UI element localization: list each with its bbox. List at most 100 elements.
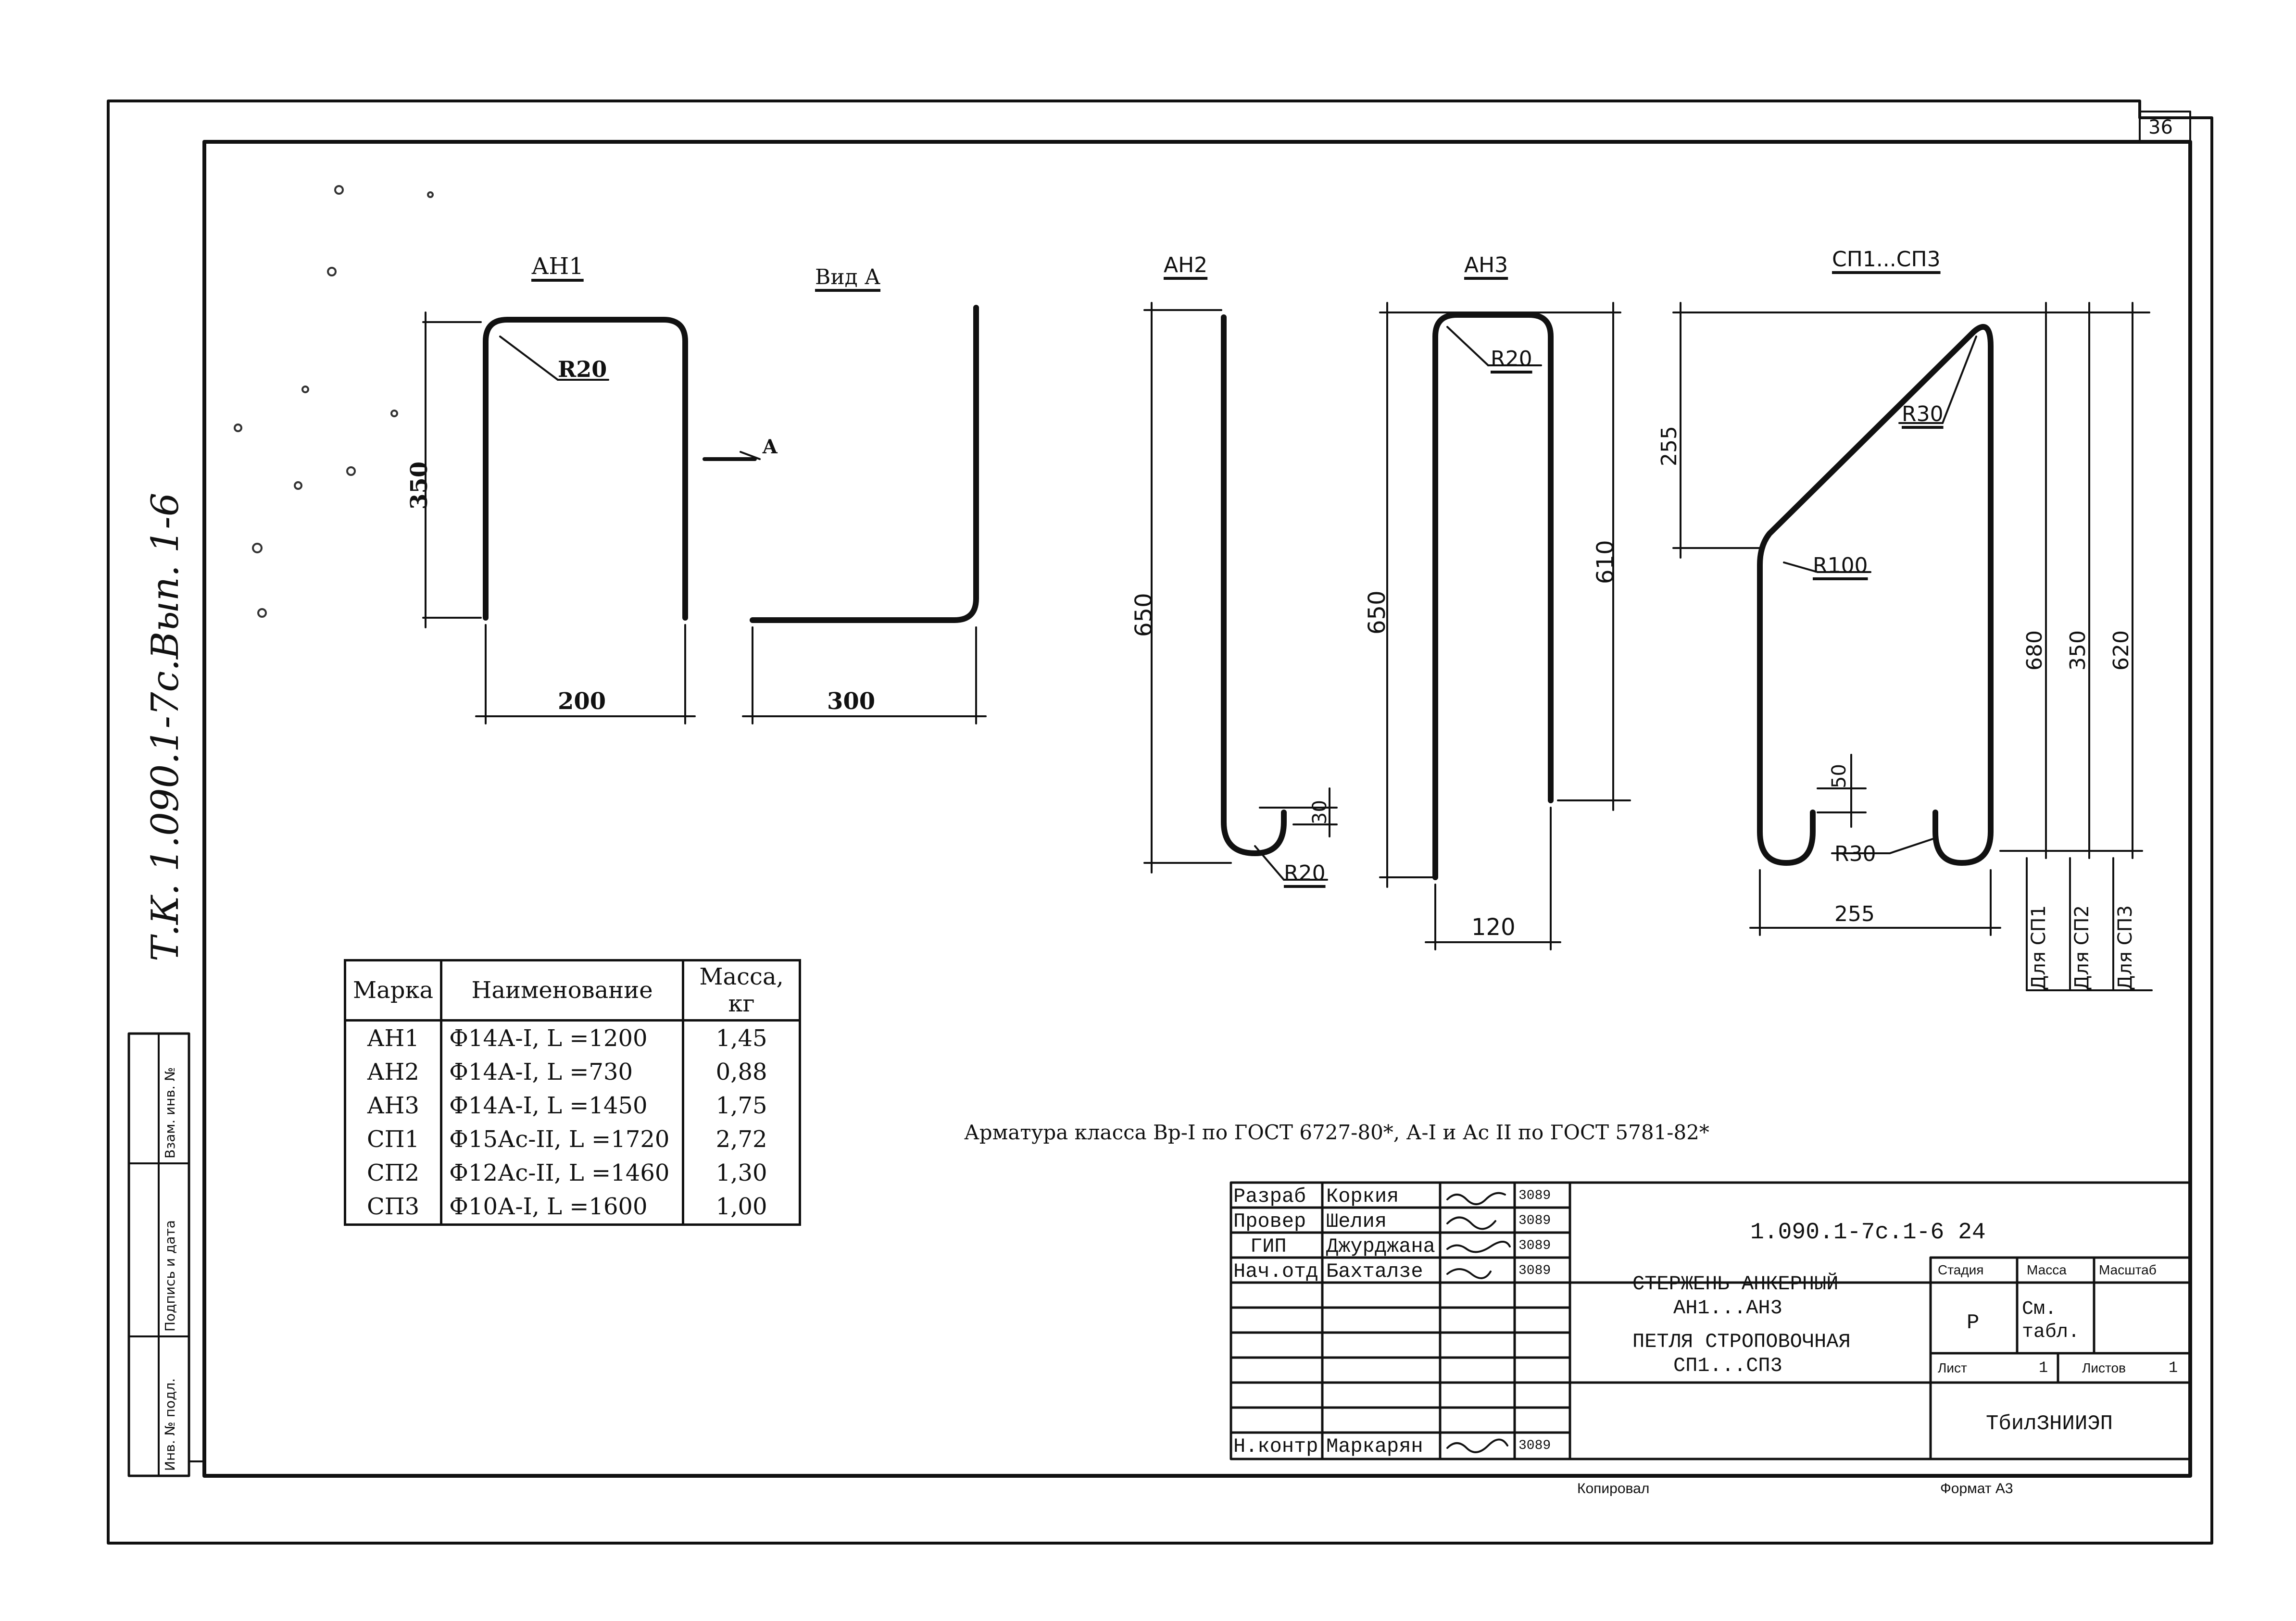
cell-mass: 1,45: [682, 1020, 802, 1055]
sp-dim-h1: 680: [2022, 630, 2047, 671]
table-row: СП2 Ф12Ас-II, L =1460 1,30: [343, 1156, 802, 1190]
tb-role-3: ГИП: [1250, 1235, 1287, 1258]
tb-role-5: Н.контр: [1233, 1435, 1318, 1458]
sp-title: СП1...СП3: [1832, 247, 1941, 272]
an3-shape: [1432, 312, 1554, 880]
outer-frame: [107, 100, 2213, 1545]
sp-dim-width: 255: [1834, 902, 1875, 926]
tb-product-title-2: АН1...АН3: [1673, 1297, 1782, 1320]
an1-dim-height: 350: [406, 461, 433, 510]
cell-name: Ф15Ас-II, L =1720: [440, 1122, 685, 1156]
tb-col-stage: Стадия: [1938, 1262, 1984, 1277]
cell-mass: 1,00: [682, 1190, 802, 1226]
cell-mass: 2,72: [682, 1122, 802, 1156]
sp-shape: [1757, 324, 1994, 866]
view-a-arrow-label: А: [762, 436, 778, 458]
tb-stage-value: Р: [1967, 1311, 1980, 1335]
table-row: СП1 Ф15Ас-II, L =1720 2,72: [343, 1122, 802, 1156]
tb-date-2: 3089: [1518, 1213, 1551, 1228]
sp-dim-top: 255: [1657, 426, 1681, 466]
format-label: Формат А3: [1940, 1481, 2013, 1496]
tb-organization: ТбилЗНИИЭП: [1986, 1412, 2113, 1436]
an1-shape: [483, 317, 688, 621]
sp-dim-lines: [1672, 302, 2153, 991]
margin-label-inv: Инв. № подл.: [162, 1378, 178, 1471]
signatures: [1446, 1192, 1511, 1453]
an2-dim-height: 650: [1130, 593, 1157, 637]
an2-shape: [1221, 314, 1287, 856]
cell-mark: СП1: [343, 1122, 443, 1156]
tb-sheet-label: Лист: [1938, 1360, 1967, 1375]
tb-name-3: Джурджана: [1326, 1235, 1435, 1258]
an1-title: АН1: [531, 253, 584, 280]
cell-mark: АН3: [343, 1089, 443, 1122]
cell-name: Ф12Ас-II, L =1460: [440, 1156, 685, 1190]
view-a-shape: [750, 305, 979, 623]
an2-title: АН2: [1164, 253, 1208, 277]
an3-title: АН3: [1464, 253, 1508, 277]
cell-mark: СП2: [343, 1156, 443, 1190]
margin-label-sign: Подпись и дата: [162, 1220, 178, 1332]
sp-variant-label-1: Для СП1: [2028, 905, 2050, 990]
cell-name: Ф14А-I, L =1450: [440, 1089, 685, 1122]
cell-mark: АН1: [343, 1020, 443, 1055]
cell-mass: 0,88: [682, 1055, 802, 1089]
an2-dim-lines: [1143, 302, 1338, 881]
th-name: Наименование: [440, 959, 685, 1022]
table-row: АН3 Ф14А-I, L =1450 1,75: [343, 1089, 802, 1122]
sp-variant-label-2: Для СП2: [2071, 905, 2093, 990]
tb-product-title-1: СТЕРЖЕНЬ АНКЕРНЫЙ: [1632, 1272, 1839, 1296]
an1-dim-radius: R20: [558, 356, 607, 382]
side-stamp: Т.К. 1.090.1-7с.Вып. 1-6: [144, 492, 187, 961]
inner-frame: [202, 140, 2192, 1478]
view-a-dim-lines: [703, 451, 987, 724]
an3-dim-height: 650: [1364, 590, 1391, 635]
an2-dim-hook: 30: [1309, 800, 1331, 824]
tb-name-2: Шелия: [1326, 1210, 1387, 1233]
title-block-grid: [1230, 1181, 2192, 1460]
scan-marks: [234, 185, 434, 618]
th-mark: Марка: [343, 959, 443, 1022]
cell-mark: АН2: [343, 1055, 443, 1089]
tb-date-4: 3089: [1518, 1263, 1551, 1278]
table-row: АН2 Ф14А-I, L =730 0,88: [343, 1055, 802, 1089]
sp-dim-radius-bottom: R30: [1834, 842, 1876, 866]
an3-dim-right-leg: 610: [1592, 540, 1619, 584]
an1-dim-lines: [422, 312, 696, 724]
tb-sheet-value: 1: [2039, 1359, 2048, 1377]
sheet-corner-number: 36: [2148, 116, 2173, 138]
tb-name-1: Коркия: [1326, 1185, 1399, 1208]
tb-role-4: Нач.отд: [1233, 1260, 1318, 1283]
sp-dim-h3: 620: [2109, 630, 2133, 671]
sp-dim-radius-bend: R100: [1813, 553, 1868, 578]
tb-document-code: 1.090.1-7с.1-6 24: [1750, 1220, 1986, 1246]
an2-dim-radius: R20: [1284, 861, 1326, 885]
an1-dim-width: 200: [558, 688, 606, 715]
table-header-row: Марка Наименование Масса, кг: [343, 959, 802, 1022]
an3-dim-width: 120: [1471, 914, 1516, 941]
tb-date-1: 3089: [1518, 1188, 1551, 1203]
tb-date-3: 3089: [1518, 1238, 1551, 1253]
tb-date-5: 3089: [1518, 1438, 1551, 1453]
cell-mass: 1,30: [682, 1156, 802, 1190]
cell-mass: 1,75: [682, 1089, 802, 1122]
cell-name: Ф10А-I, L =1600: [440, 1190, 685, 1226]
sp-dim-h2: 350: [2066, 630, 2090, 671]
sp-variant-label-3: Для СП3: [2114, 905, 2136, 990]
tb-sheets-label: Листов: [2082, 1360, 2126, 1375]
margin-label-vzam: Взам. инв. №: [162, 1067, 178, 1159]
tb-col-scale: Масштаб: [2099, 1262, 2157, 1277]
view-a-dim-length: 300: [827, 688, 876, 715]
cell-name: Ф14А-I, L =730: [440, 1055, 685, 1089]
sp-dim-radius-top: R30: [1902, 402, 1944, 426]
table-row: СП3 Ф10А-I, L =1600 1,00: [343, 1190, 802, 1226]
tb-col-mass: Масса: [2027, 1262, 2067, 1277]
tb-role-1: Разраб: [1233, 1185, 1306, 1208]
tb-sheets-value: 1: [2169, 1359, 2178, 1377]
reinforcement-note: Арматура класса Вр-I по ГОСТ 6727-80*, А…: [964, 1121, 1709, 1144]
view-a-title: Вид А: [815, 265, 881, 289]
tb-name-5: Маркарян: [1326, 1435, 1423, 1458]
copied-by-label: Копировал: [1577, 1481, 1650, 1496]
th-mass: Масса, кг: [682, 959, 802, 1022]
